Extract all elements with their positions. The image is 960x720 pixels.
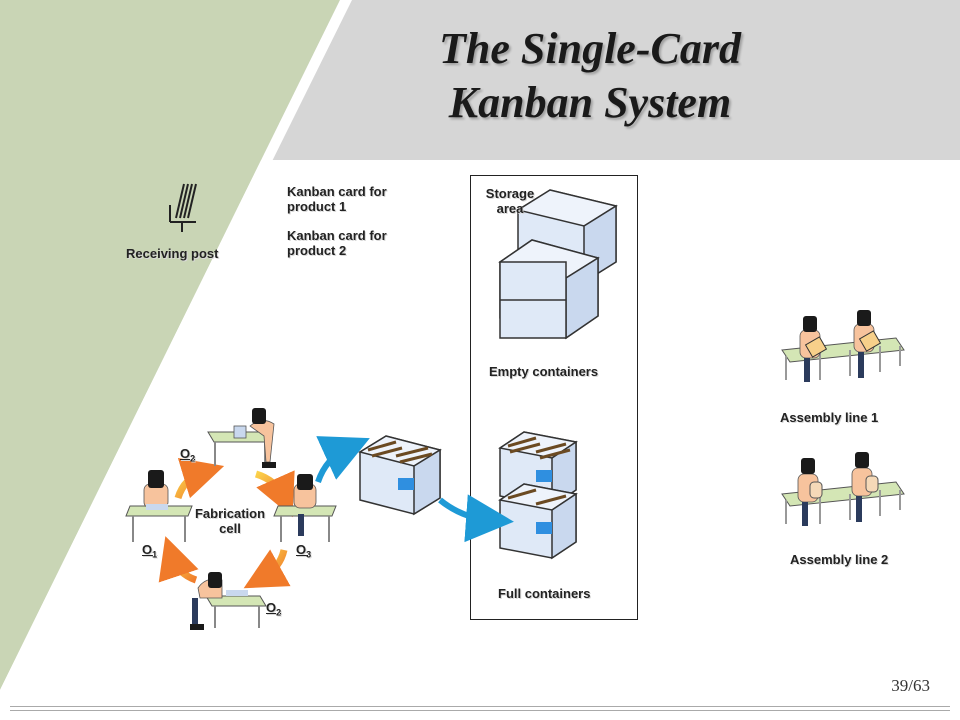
assembly-line-2-label: Assembly line 2 bbox=[790, 552, 889, 567]
title-line-1: The Single-Card bbox=[439, 24, 741, 73]
operator-label-o1: O1 bbox=[142, 542, 158, 560]
footer-rule-bottom bbox=[10, 710, 950, 711]
storage-area-line-2: area bbox=[496, 201, 524, 216]
kanban-card-1-line-2: product 1 bbox=[287, 199, 347, 214]
assembly-line-1-label: Assembly line 1 bbox=[780, 410, 879, 425]
footer-rule-top bbox=[10, 706, 950, 707]
slide-title: The Single-Card Kanban System bbox=[330, 22, 850, 130]
operator-label-o2-top: O2 bbox=[180, 446, 196, 464]
worker-o2-top bbox=[207, 408, 276, 468]
worker-o3-right bbox=[273, 474, 337, 542]
receiving-post-label: Receiving post bbox=[126, 246, 219, 261]
transit-container-icon bbox=[358, 435, 442, 516]
assembly-line-1-icon bbox=[781, 310, 905, 382]
kanban-card-1-line-1: Kanban card for bbox=[287, 184, 387, 199]
assembly-line-2-icon bbox=[781, 452, 905, 526]
empty-containers-icon bbox=[498, 189, 618, 340]
storage-area-label: Storage area bbox=[478, 186, 542, 216]
full-containers-icon bbox=[498, 431, 578, 560]
title-line-2: Kanban System bbox=[448, 78, 732, 127]
worker-o1-left bbox=[125, 470, 193, 542]
full-containers-label: Full containers bbox=[498, 586, 591, 601]
receiving-post-icon bbox=[169, 183, 197, 232]
corner-triangle-edge bbox=[0, 0, 352, 710]
flow-arrow-to-transit bbox=[315, 436, 370, 484]
kanban-card-product-1-label: Kanban card for product 1 bbox=[287, 184, 387, 214]
fabrication-cell-line-1: Fabrication bbox=[194, 506, 266, 521]
fabrication-cell-label: Fabrication cell bbox=[188, 506, 272, 536]
empty-containers-label: Empty containers bbox=[489, 364, 599, 379]
fabrication-cell-line-2: cell bbox=[219, 521, 241, 536]
kanban-card-2-line-2: product 2 bbox=[287, 243, 347, 258]
fabrication-cycle-arrows bbox=[158, 457, 295, 589]
operator-label-o3: O3 bbox=[296, 542, 312, 560]
kanban-card-product-2-label: Kanban card for product 2 bbox=[287, 228, 387, 258]
kanban-card-2-line-1: Kanban card for bbox=[287, 228, 387, 243]
operator-label-o2-bottom: O2 bbox=[266, 600, 282, 618]
flow-arrow-to-storage bbox=[438, 494, 514, 543]
worker-o2-bottom bbox=[190, 572, 267, 630]
storage-area-line-1: Storage bbox=[485, 186, 535, 201]
page-number: 39/63 bbox=[891, 676, 930, 695]
